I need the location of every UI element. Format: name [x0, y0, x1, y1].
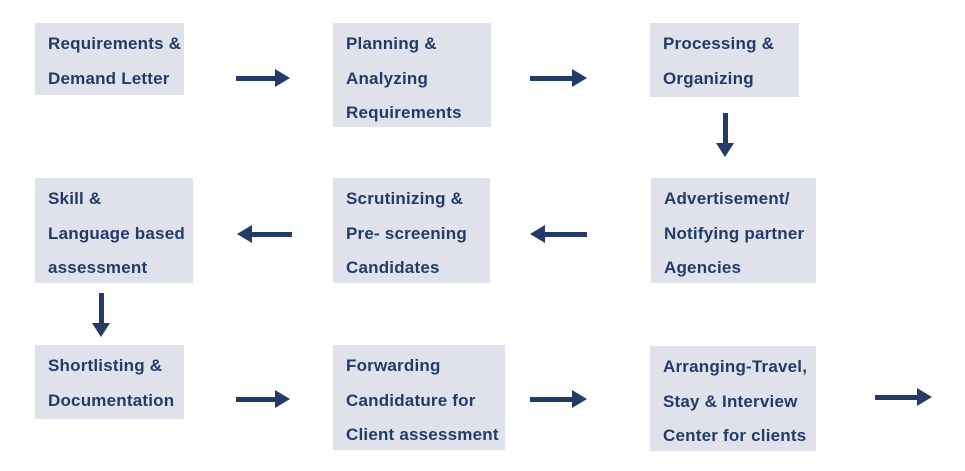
node-text-line: Center for clients [663, 426, 807, 445]
arrow-right-icon [236, 69, 290, 87]
arrow-right-icon [530, 69, 587, 87]
node-text-line: Shortlisting & [48, 356, 163, 375]
node-text-line: Skill & [48, 189, 102, 208]
node-text-line: Scrutinizing & [346, 189, 464, 208]
node-text-line: Language based [48, 223, 185, 243]
node-shortlisting-documentation: Shortlisting & Documentation [35, 345, 184, 419]
node-planning-analyzing-requirements: Planning & Analyzing Requirements [333, 23, 491, 127]
arrow-right-icon [530, 390, 587, 408]
node-arranging-travel-stay: Arranging-Travel, Stay & Interview Cente… [650, 346, 816, 451]
node-text-line: Candidature for [346, 390, 476, 410]
node-forwarding-candidature: Forwarding Candidature for Client assess… [333, 345, 505, 450]
node-scrutinizing-prescreening-candidates: Scrutinizing & Pre- screening Candidates [333, 178, 490, 283]
node-text-line: Requirements [346, 103, 462, 122]
node-text-line: assessment [48, 258, 148, 277]
arrow-left-icon [530, 225, 587, 243]
node-text-line: Notifying partner [664, 223, 805, 243]
node-text-line: Arranging-Travel, [663, 357, 808, 376]
arrow-left-icon [237, 225, 292, 243]
node-text-line: Pre- screening [346, 223, 467, 243]
node-text-line: Requirements & [48, 34, 182, 53]
node-text-line: Agencies [664, 258, 742, 277]
node-text-line: Organizing [663, 68, 754, 88]
arrow-right-icon [875, 388, 932, 406]
node-advertisement-notifying-agencies: Advertisement/ Notifying partner Agencie… [651, 178, 816, 283]
node-text-line: Candidates [346, 258, 440, 277]
node-processing-organizing: Processing & Organizing [650, 23, 799, 97]
node-text-line: Documentation [48, 390, 175, 410]
arrow-down-icon [92, 293, 110, 337]
node-text-line: Processing & [663, 34, 775, 53]
arrow-down-icon [716, 113, 734, 157]
node-text-line: Forwarding [346, 356, 441, 375]
node-text-line: Analyzing [346, 68, 429, 88]
node-text-line: Client assessment [346, 425, 499, 444]
node-text-line: Advertisement/ [664, 189, 790, 208]
node-text-line: Planning & [346, 34, 437, 53]
node-text-line: Stay & Interview [663, 391, 798, 411]
arrow-right-icon [236, 390, 290, 408]
node-text-line: Demand Letter [48, 68, 170, 88]
node-requirements-demand-letter: Requirements & Demand Letter [35, 23, 184, 95]
node-skill-language-assessment: Skill & Language based assessment [35, 178, 193, 283]
